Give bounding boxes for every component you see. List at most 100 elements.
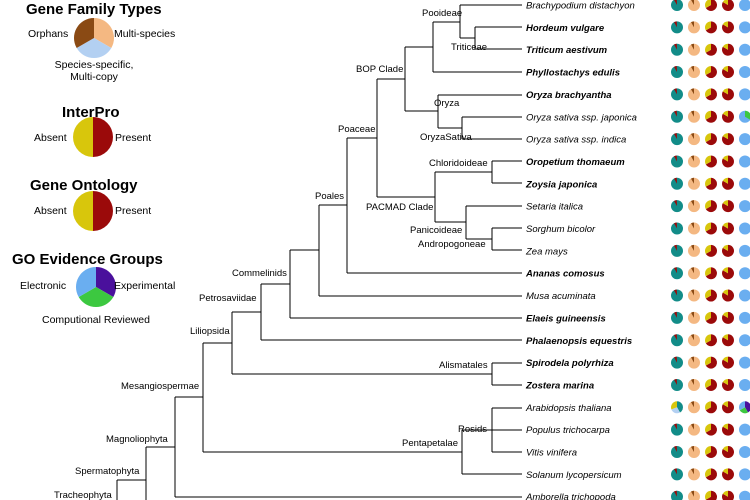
pie-wedge	[691, 110, 694, 117]
pie-wedge	[705, 267, 717, 280]
go-evidence-pie	[739, 110, 750, 123]
pie-wedge	[704, 200, 711, 210]
gene-family-type-pie	[688, 43, 700, 56]
gene-family-pie	[670, 401, 684, 414]
pie-wedge	[705, 110, 717, 123]
species-row: Brachypodium distachyon	[526, 0, 750, 12]
pie-wedge	[739, 356, 750, 369]
go-evidence-pie	[739, 200, 750, 213]
experimental-label: Experimental	[114, 280, 175, 292]
pie-wedge	[722, 155, 728, 162]
gene-family-type-pie	[688, 244, 700, 257]
species-name: Zea mays	[525, 246, 568, 257]
pie-wedge	[705, 133, 717, 146]
species-row: Hordeum vulgare	[526, 21, 750, 34]
pie-wedge	[705, 66, 717, 79]
clade-label-andropogoneae: Andropogoneae	[418, 239, 486, 250]
pie-wedge	[691, 378, 694, 385]
pie-wedge	[739, 155, 750, 168]
pie-wedge	[722, 133, 728, 140]
gene-family-type-pie	[688, 0, 700, 11]
gene-ontology-pie	[721, 289, 734, 302]
pie-wedge	[705, 446, 717, 458]
gene-family-pie	[671, 155, 683, 168]
interpro-pie	[704, 423, 717, 436]
pie-wedge	[674, 244, 677, 251]
clade-label-triticeae: Triticeae	[451, 42, 487, 53]
orphans-label: Orphans	[28, 28, 68, 40]
species-row: Triticum aestivum	[526, 43, 750, 56]
pie-wedge	[722, 446, 728, 452]
gene-family-pie	[671, 446, 683, 458]
interpro-pie	[704, 222, 717, 235]
pie-wedge	[745, 110, 750, 120]
pie-wedge	[691, 177, 694, 184]
pie-wedge	[704, 378, 711, 388]
pie-wedge	[739, 0, 750, 11]
go-evidence-pie	[739, 267, 750, 280]
pie-wedge	[722, 177, 728, 184]
pie-wedge	[739, 490, 750, 500]
pie-wedge	[704, 244, 711, 254]
pie-wedge	[722, 356, 728, 363]
pie-wedge	[739, 378, 750, 391]
pie-wedge	[739, 407, 748, 414]
species-specific-label: Species-specific,	[55, 59, 134, 71]
pie-wedge	[674, 88, 677, 95]
pie-wedge	[704, 468, 711, 478]
interpro-pie	[704, 311, 717, 324]
pie-wedge	[721, 88, 734, 101]
go-evidence-pie	[739, 334, 750, 347]
species-specific-wedge	[76, 38, 112, 59]
gene-family-pie	[671, 244, 683, 257]
go-present-label: Present	[115, 205, 151, 217]
gene-ontology-pie	[721, 21, 734, 34]
species-row: Solanum lycopersicum	[526, 468, 750, 481]
gene-ontology-pie	[721, 43, 734, 56]
species-name: Ananas comosus	[525, 269, 605, 280]
pie-wedge	[674, 378, 677, 385]
present-wedge	[93, 117, 113, 157]
gene-family-pie	[671, 423, 683, 436]
pie-wedge	[671, 21, 683, 34]
interpro-pie	[704, 21, 717, 34]
pie-wedge	[674, 446, 677, 452]
species-row: Oryza sativa ssp. japonica	[526, 110, 750, 123]
interpro-pie	[704, 133, 717, 146]
pie-wedge	[674, 155, 677, 162]
electronic-label: Electronic	[20, 280, 66, 292]
pie-wedge	[739, 423, 750, 436]
gene-family-pie	[671, 222, 683, 235]
gene-family-pie	[671, 490, 683, 500]
clade-label-alismatales: Alismatales	[439, 360, 488, 371]
pie-wedge	[705, 401, 717, 414]
gene-family-type-pie	[688, 490, 700, 500]
pie-wedge	[691, 0, 694, 5]
species-name: Triticum aestivum	[526, 45, 608, 56]
pie-wedge	[704, 43, 711, 53]
species-row: Zoysia japonica	[525, 177, 750, 190]
pie-wedge	[677, 401, 684, 413]
pie-wedge	[722, 490, 728, 497]
species-row: Elaeis guineensis	[526, 311, 750, 324]
pie-wedge	[704, 267, 711, 277]
pie-wedge	[722, 490, 734, 500]
species-name: Solanum lycopersicum	[526, 470, 622, 481]
gene-ontology-pie	[721, 356, 734, 369]
pie-wedge	[674, 222, 677, 229]
species-row: Sorghum bicolor	[526, 222, 750, 235]
species-row: Amborella trichopoda	[525, 490, 750, 500]
pie-wedge	[705, 378, 718, 391]
pie-wedge	[705, 155, 717, 168]
pie-wedge	[691, 88, 694, 95]
gene-family-type-pie	[688, 200, 700, 213]
interpro-pie	[704, 66, 717, 79]
go-evidence-pie	[739, 0, 750, 11]
pie-wedge	[691, 289, 694, 296]
gene-ontology-pie	[721, 133, 734, 146]
pie-wedge	[671, 0, 683, 11]
pie-wedge	[739, 133, 750, 146]
gene-ontology-pie	[721, 401, 734, 414]
gene-ontology-pie	[721, 177, 734, 190]
